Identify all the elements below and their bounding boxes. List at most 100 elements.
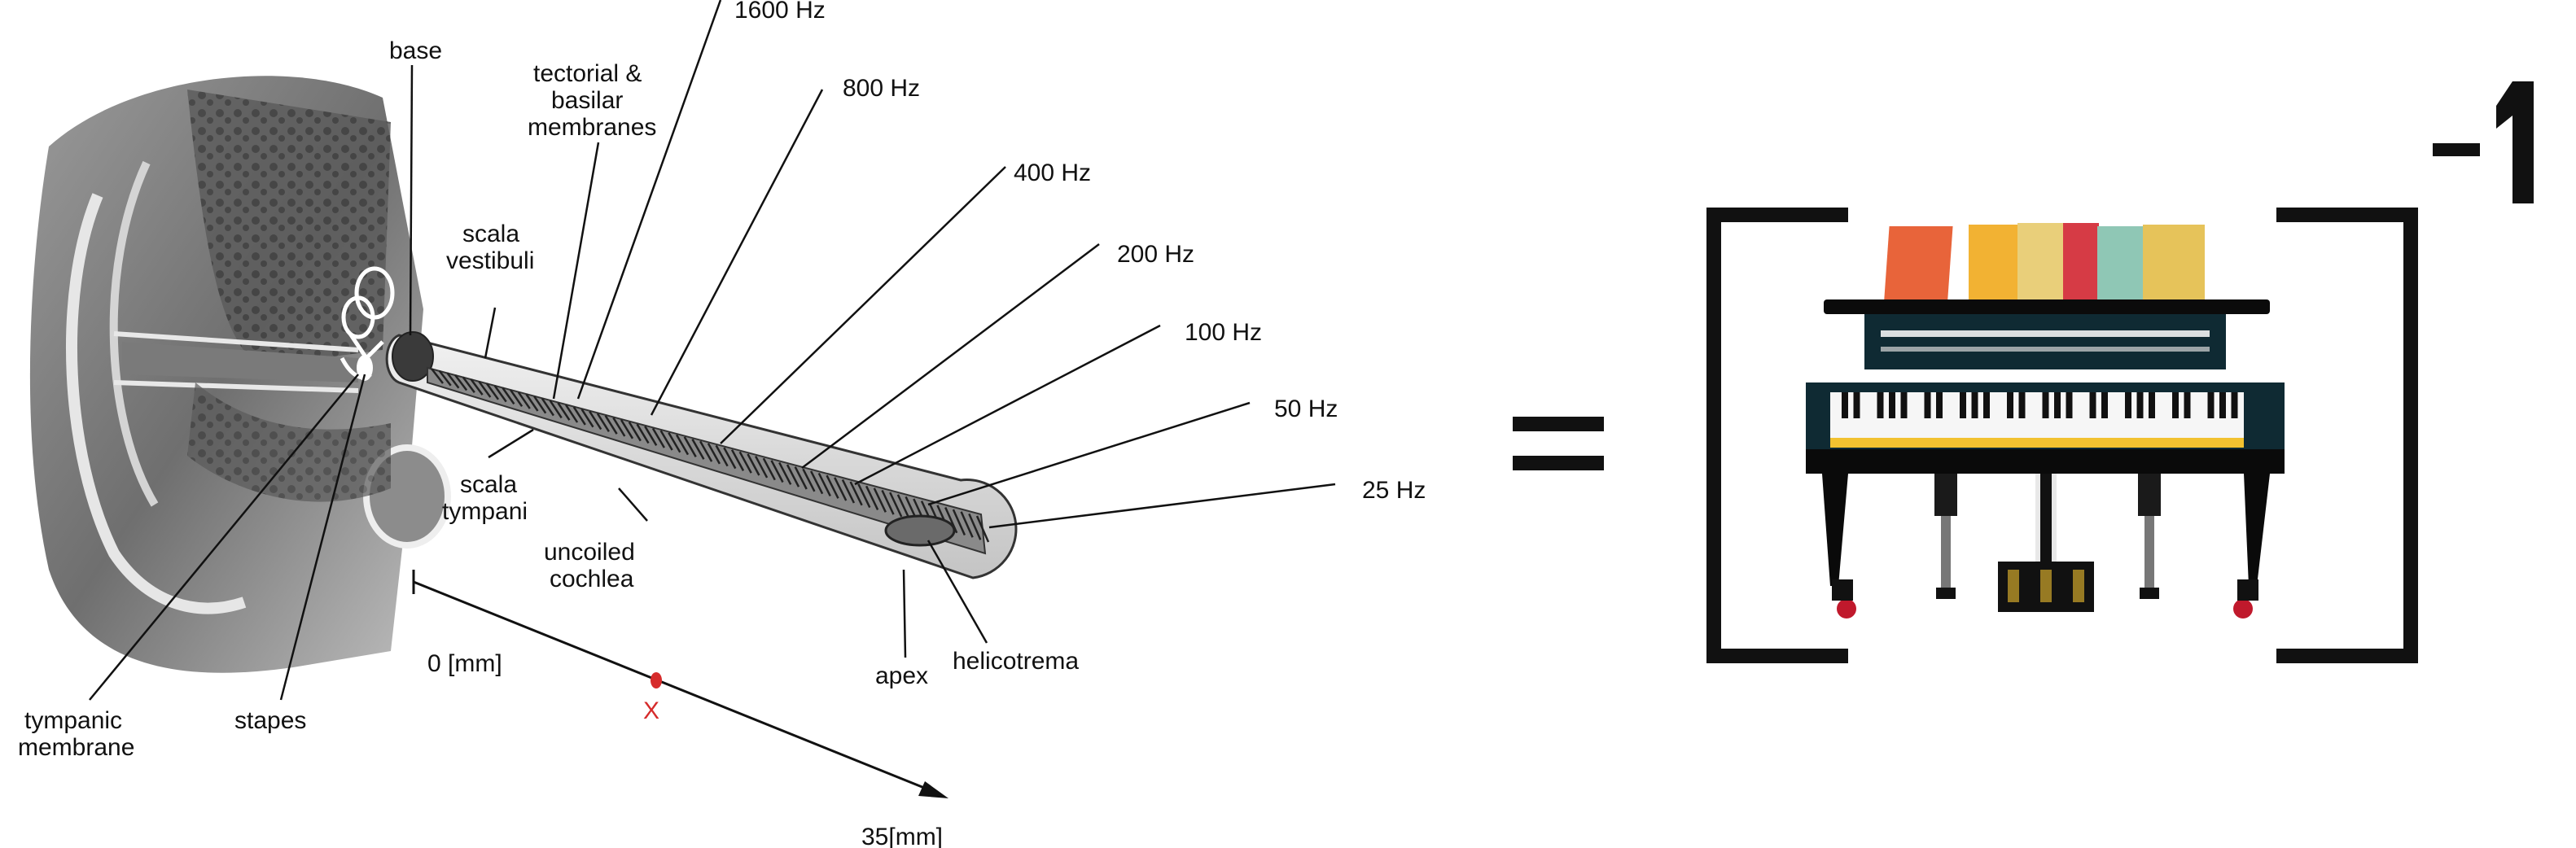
membrane-fiber: [462, 376, 475, 394]
label-helicotrema: helicotrema: [953, 648, 1079, 675]
piano-black-key: [2231, 392, 2238, 418]
membrane-fiber: [849, 481, 863, 506]
membrane-fiber: [754, 456, 769, 479]
piano-black-key: [2125, 392, 2131, 418]
membrane-fiber: [454, 374, 468, 391]
piano-black-key: [1924, 392, 1931, 418]
piano-black-key: [1842, 392, 1848, 418]
membrane-fiber: [834, 477, 848, 501]
left-bracket: [1706, 208, 1848, 663]
label-x-marker: X: [643, 697, 659, 724]
piano-black-key: [1983, 392, 1990, 418]
membrane-fiber: [541, 398, 554, 417]
distance-axis: [412, 570, 948, 798]
membrane-fiber: [841, 479, 856, 504]
piano-illustration: [1806, 223, 2285, 619]
membrane-fiber: [549, 400, 563, 419]
frequency-labels: 1600 Hz 800 Hz 400 Hz 200 Hz 100 Hz 50 H…: [734, 0, 1426, 504]
membrane-fiber: [651, 427, 665, 448]
label-apex: apex: [875, 662, 928, 689]
freq-label-1600: 1600 Hz: [734, 0, 826, 24]
membrane-fiber: [968, 513, 982, 540]
freq-label-800: 800 Hz: [843, 75, 920, 102]
piano-black-key: [2054, 392, 2061, 418]
membrane-fiber: [683, 436, 697, 458]
equation: [1513, 81, 2534, 663]
piano-black-key: [2184, 392, 2191, 418]
membrane-fiber: [525, 393, 539, 412]
membrane-fiber: [826, 474, 839, 499]
freq-label-200: 200 Hz: [1117, 241, 1194, 268]
membrane-fiber: [730, 449, 745, 471]
membrane-fiber: [533, 396, 547, 414]
label-uncoiled-2: cochlea: [550, 566, 634, 592]
membrane-fiber: [762, 457, 776, 481]
membrane-fiber: [802, 468, 816, 492]
piano-black-key: [2219, 392, 2226, 418]
membrane-fiber: [715, 444, 729, 467]
ear-illustration: [29, 76, 451, 673]
membrane-fiber: [723, 447, 737, 470]
piano-black-key: [2066, 392, 2073, 418]
membrane-fiber: [873, 487, 887, 513]
label-tympanic-2: membrane: [18, 734, 134, 761]
freq-label-100: 100 Hz: [1185, 319, 1262, 346]
piano-black-key: [2136, 392, 2144, 418]
piano-black-key: [1960, 392, 1966, 418]
label-scala-tympani-2: tympani: [442, 498, 528, 525]
membrane-fiber: [952, 509, 966, 536]
membrane-fiber: [596, 413, 610, 432]
piano-black-key: [1971, 392, 1978, 418]
membrane-fiber: [960, 511, 974, 538]
right-bracket: [2276, 208, 2418, 663]
membrane-fiber: [557, 402, 571, 421]
membrane-fiber: [636, 423, 650, 444]
freq-label-400: 400 Hz: [1014, 160, 1091, 186]
membrane-fiber: [659, 430, 673, 451]
piano-black-key: [1877, 392, 1884, 418]
label-tympanic-1: tympanic: [24, 707, 122, 734]
membrane-fiber: [431, 368, 444, 384]
membrane-fiber: [446, 372, 460, 389]
membrane-fiber: [604, 415, 618, 435]
equals-bar-top: [1513, 417, 1604, 431]
membrane-fiber: [589, 410, 602, 431]
membrane-fiber: [691, 438, 705, 460]
membrane-fiber: [738, 451, 752, 474]
label-tectorial-3: membranes: [528, 114, 656, 141]
label-scala-tympani-1: scala: [460, 471, 517, 498]
membrane-fiber: [478, 380, 492, 398]
label-base: base: [389, 37, 442, 64]
membrane-fiber: [438, 369, 452, 387]
piano-black-key: [2207, 392, 2215, 418]
membrane-fiber: [620, 419, 634, 439]
membrane-fiber: [857, 483, 871, 509]
membrane-fiber: [786, 464, 800, 487]
membrane-fiber: [770, 460, 784, 483]
membrane-fiber: [668, 432, 681, 453]
label-35mm: 35[mm]: [861, 824, 943, 848]
membrane-fiber: [865, 485, 879, 510]
label-stapes: stapes: [234, 707, 306, 734]
x-marker-dot: [651, 672, 662, 688]
membrane-fiber: [699, 440, 713, 462]
sheet-music-books: [1884, 223, 2205, 301]
label-tectorial-1: tectorial &: [533, 60, 642, 87]
membrane-fiber: [889, 492, 903, 518]
membrane-fiber: [747, 453, 760, 476]
membrane-fiber: [794, 466, 808, 490]
membrane-fiber: [896, 494, 911, 520]
membrane-fiber: [817, 472, 831, 497]
leader-lines: [89, 0, 1336, 701]
membrane-fiber: [809, 470, 824, 495]
exponent-one: [2496, 81, 2534, 203]
piano-black-keys: [1842, 392, 2238, 418]
piano-black-key: [2149, 392, 2155, 418]
piano-black-key: [2042, 392, 2049, 418]
membrane-fibers: [431, 368, 990, 543]
piano-black-key: [2089, 392, 2096, 418]
freq-label-50: 50 Hz: [1274, 396, 1338, 422]
piano-black-key: [1936, 392, 1943, 418]
membrane-fiber: [485, 382, 500, 400]
equals-bar-bottom: [1513, 456, 1604, 470]
